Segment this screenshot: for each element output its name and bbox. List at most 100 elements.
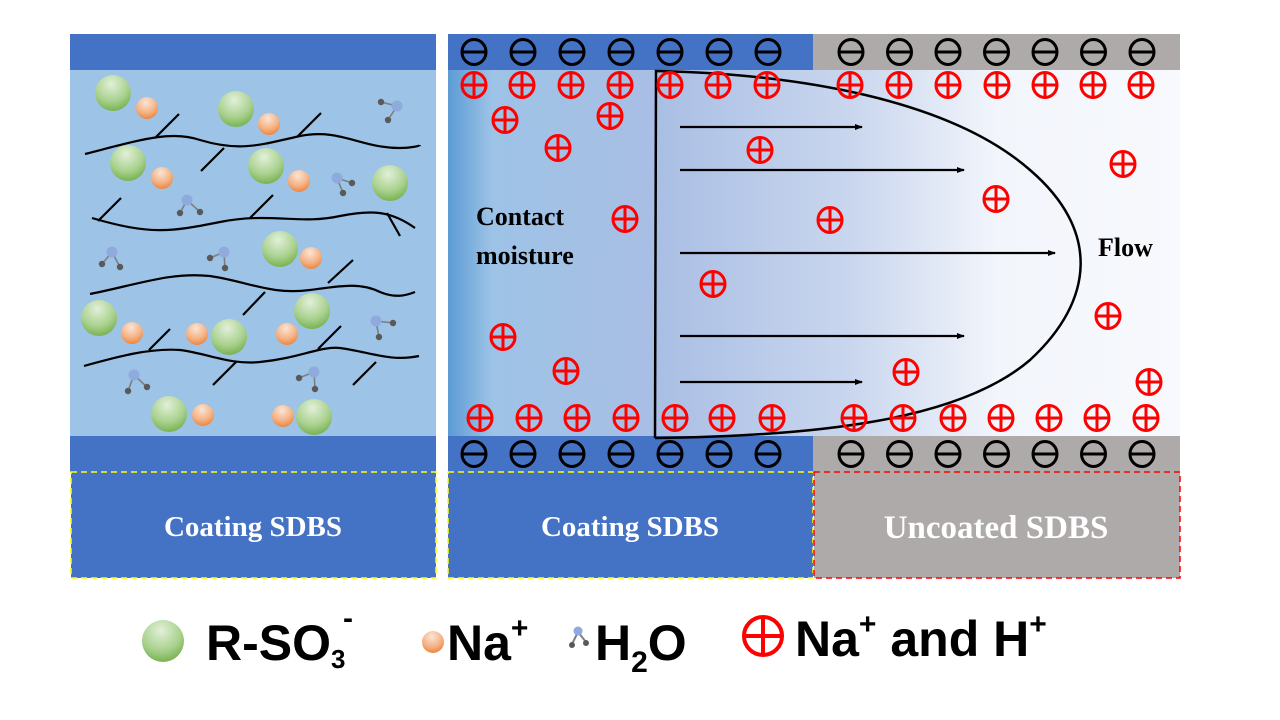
positive-charge (836, 71, 864, 99)
positive-charge (606, 71, 634, 99)
orange-sphere-icon (422, 631, 444, 653)
sodium-ion-particle (272, 405, 294, 427)
positive-charge (758, 404, 786, 432)
positive-charge (596, 102, 624, 130)
polymer-branch (148, 328, 171, 351)
negative-charge (705, 440, 733, 468)
polymer-branch (317, 325, 342, 350)
positive-charge (466, 404, 494, 432)
positive-charge (746, 136, 774, 164)
negative-charge (983, 38, 1010, 66)
sulfonate-particle (248, 148, 284, 184)
water-molecule (295, 366, 320, 393)
sodium-ion-particle (121, 322, 143, 344)
positive-charge (544, 134, 572, 162)
negative-charge (460, 38, 488, 66)
negative-charge (509, 440, 537, 468)
positive-charge (982, 185, 1010, 213)
polymer-branch (200, 147, 225, 172)
negative-charge (983, 440, 1010, 468)
left-particles (81, 75, 408, 435)
polymer-branch (352, 361, 377, 386)
negative-charge (1031, 440, 1059, 468)
positive-charge (656, 71, 684, 99)
sodium-ion-particle (300, 247, 322, 269)
surface-charges (460, 38, 1163, 468)
left-substrate-block (70, 471, 437, 579)
negative-charge (558, 440, 586, 468)
polymer-branch (212, 361, 237, 386)
left-substrate-label: Coating SDBS (164, 511, 342, 543)
left-bottom-wall (70, 436, 436, 472)
velocity-profile-curve (653, 69, 1082, 440)
legend-water-label: H2O (595, 615, 687, 679)
water-molecule (124, 369, 151, 395)
positive-charge (661, 404, 689, 432)
positive-charge (1035, 404, 1063, 432)
polymer-branch (249, 194, 274, 219)
negative-charge (934, 38, 962, 66)
legend-cations-label: Na+ and H+ (795, 608, 1047, 667)
coated-substrate-label: Coating SDBS (541, 511, 719, 543)
polymer-chain (91, 211, 416, 232)
positive-charge (515, 404, 543, 432)
negative-charge (837, 440, 865, 468)
coated-substrate-block (447, 471, 814, 579)
positive-charge (885, 71, 913, 99)
positive-charge (987, 404, 1015, 432)
sulfonate-particle (262, 231, 298, 267)
water-molecule (370, 315, 397, 341)
legend-icons (142, 615, 784, 662)
water-molecule (377, 98, 403, 124)
sodium-ion-particle (151, 167, 173, 189)
sulfonate-particle (294, 293, 330, 329)
water-molecule (98, 246, 124, 271)
polymer-chain (83, 346, 420, 368)
polymer-chains (83, 112, 422, 386)
positive-charge (611, 205, 639, 233)
sulfonate-particle (95, 75, 131, 111)
water-molecule (206, 246, 230, 272)
sulfonate-particle (372, 165, 408, 201)
positive-charge (1079, 71, 1107, 99)
negative-charge (1080, 440, 1107, 468)
right-panel: Coating SDBS Uncoated SDBS Contact moist… (447, 34, 1181, 579)
water-molecule (331, 172, 356, 197)
flow-label: Flow (1098, 233, 1153, 262)
sulfonate-particle (110, 145, 146, 181)
positive-charge (612, 404, 640, 432)
positive-charge (704, 71, 732, 99)
negative-charge (754, 38, 782, 66)
positive-charge (489, 323, 517, 351)
left-fluid-region (70, 70, 436, 436)
water-molecule (176, 194, 204, 217)
negative-charge (656, 38, 684, 66)
positive-charge (816, 206, 844, 234)
flow-arrows (680, 124, 1056, 385)
positive-charge (699, 270, 727, 298)
negative-charge (607, 38, 635, 66)
positive-charge (563, 404, 591, 432)
positive-charge (934, 71, 962, 99)
sulfonate-particle (218, 91, 254, 127)
positive-charge (460, 71, 488, 99)
polymer-branch (155, 113, 180, 138)
negative-charge (934, 440, 962, 468)
negative-charge (460, 440, 488, 468)
legend-rso3-label: R-SO3- (206, 602, 353, 674)
negative-charge (1031, 38, 1059, 66)
negative-charge (837, 38, 865, 66)
positive-charge (1031, 71, 1059, 99)
negative-charge (607, 440, 635, 468)
positive-charge (1094, 302, 1122, 330)
positive-charge (508, 71, 536, 99)
sulfonate-particle (151, 396, 187, 432)
sulfonate-particle (81, 300, 117, 336)
positive-charge (1127, 71, 1155, 99)
negative-charge (509, 38, 537, 66)
legend: R-SO3- Na+ H2O Na+ and H+ (0, 600, 1280, 680)
polymer-chain (89, 274, 416, 297)
positive-charge (1083, 404, 1111, 432)
sodium-ion-particle (258, 113, 280, 135)
positive-charge (840, 404, 868, 432)
